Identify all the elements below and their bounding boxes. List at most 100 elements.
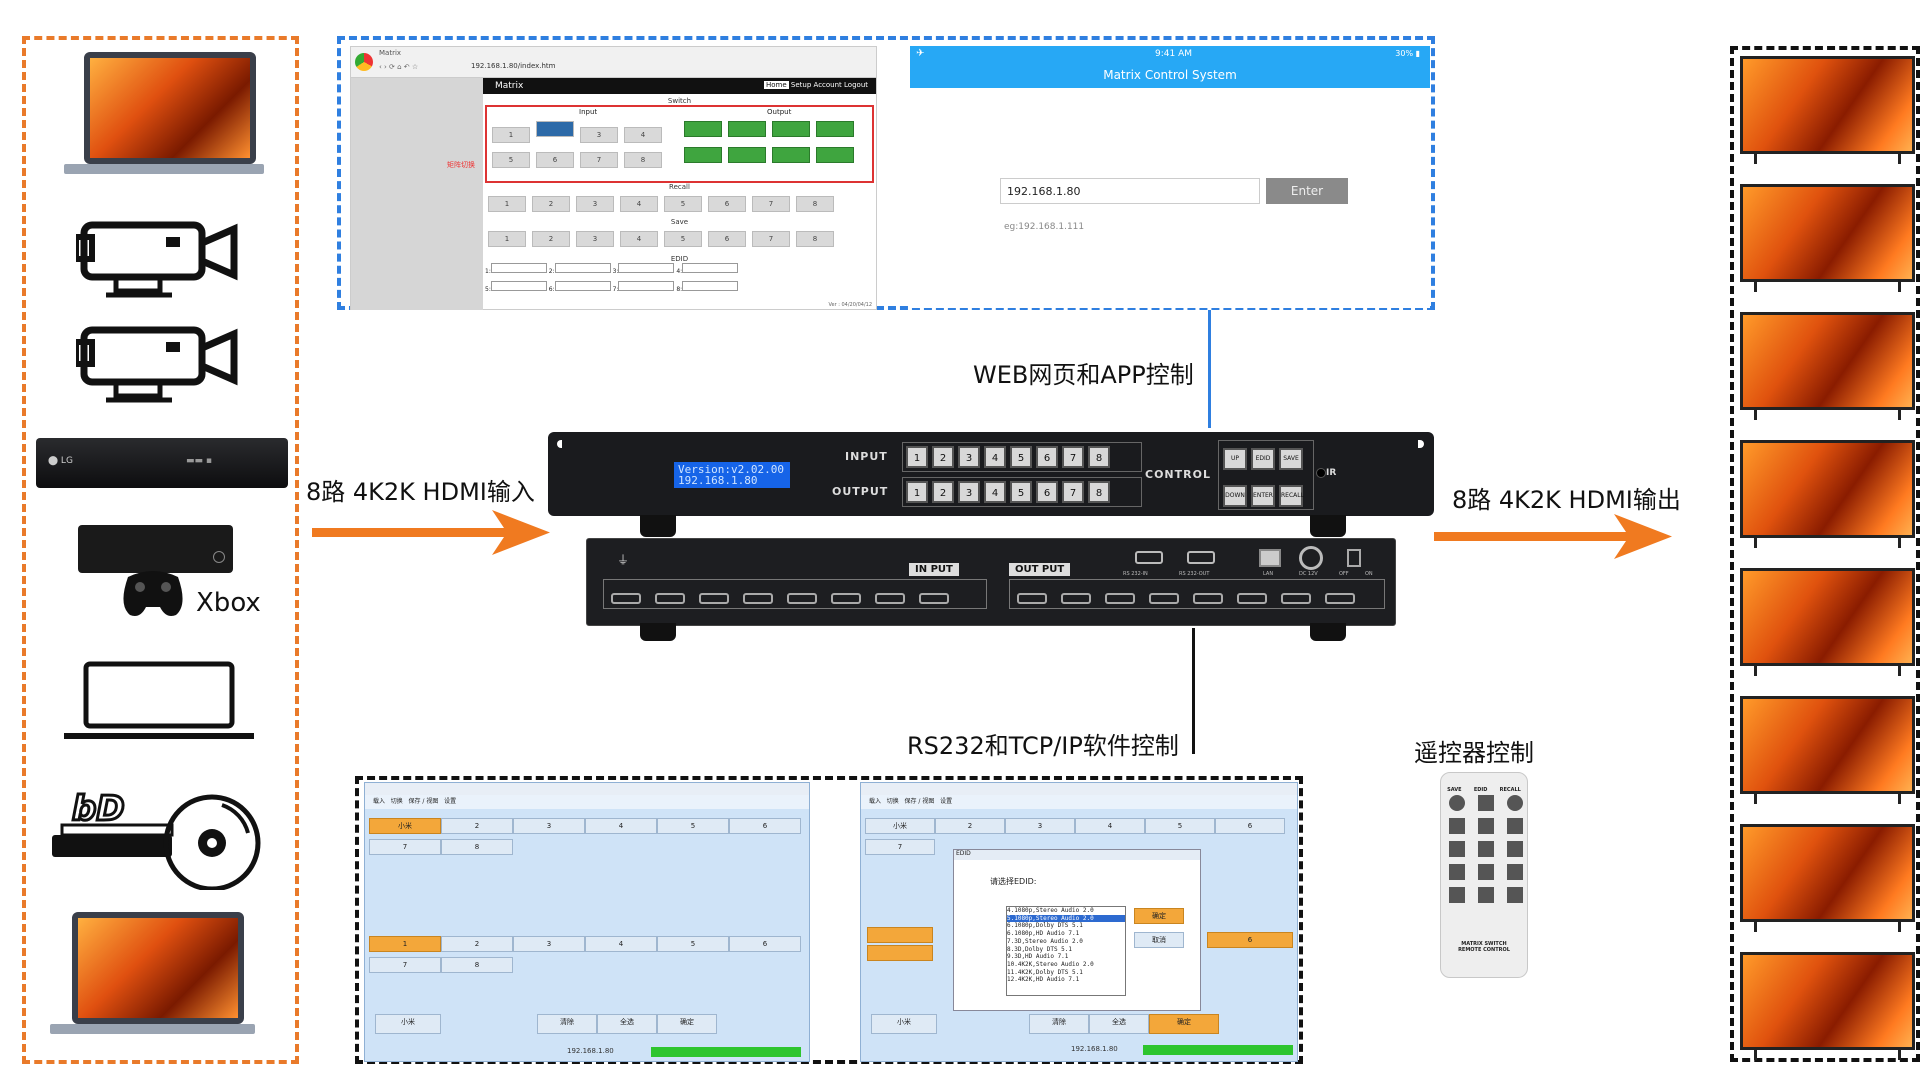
browser-tab-title[interactable]: Matrix [379,49,402,57]
confirm-button[interactable]: 确定 [1149,1014,1219,1034]
save-btn[interactable]: 2 [532,231,570,247]
nav-logout[interactable]: Logout [844,81,868,89]
input-btn-6[interactable]: 6 [536,152,574,168]
output-button[interactable]: 1 [369,936,441,952]
save-view-menu[interactable]: 保存 / 视图 [408,798,439,805]
source-button[interactable]: 4 [1075,818,1145,834]
clear-button[interactable]: 清除 [1029,1014,1089,1034]
edid-select[interactable] [554,281,611,291]
source-button[interactable]: 3 [1005,818,1075,834]
source-button[interactable]: 7 [369,839,441,855]
edid-option[interactable]: 4.1080p,Stereo Audio 2.0 [1007,907,1094,914]
down-key[interactable]: DOWN [1223,485,1247,507]
settings-menu[interactable]: 设置 [444,798,457,805]
save-btn[interactable]: 4 [620,231,658,247]
nav-home[interactable]: Home [764,81,789,89]
output-btn-6[interactable] [728,147,766,163]
recall-btn[interactable]: 4 [620,196,658,212]
load-menu[interactable]: 载入 [373,798,386,805]
select-all-button[interactable]: 全选 [597,1014,657,1034]
output-button[interactable]: 4 [585,936,657,952]
recall-btn[interactable]: 8 [796,196,834,212]
input-key-2[interactable]: 2 [932,446,954,468]
recall-btn[interactable]: 3 [576,196,614,212]
source-button[interactable]: 6 [1215,818,1285,834]
edid-option[interactable]: 6.1080p,Dolby DTS 5.1 [1007,922,1083,930]
source-button[interactable]: 8 [441,839,513,855]
remote-key-1[interactable] [1449,818,1465,834]
dialog-ok-button[interactable]: 确定 [1134,908,1184,924]
edid-option[interactable]: 10.4K2K,Stereo Audio 2.0 [1007,960,1094,968]
up-key[interactable]: UP [1223,448,1247,470]
output-button[interactable]: 6 [1207,932,1293,948]
preset-button[interactable]: 小米 [375,1014,441,1034]
input-btn-4[interactable]: 4 [624,127,662,143]
source-button[interactable]: 3 [513,818,585,834]
recall-btn[interactable]: 1 [488,196,526,212]
preset-button[interactable]: 小米 [871,1014,937,1034]
source-button[interactable]: 7 [865,839,935,855]
save-btn[interactable]: 6 [708,231,746,247]
output-btn-1[interactable] [684,121,722,137]
output-btn-3[interactable] [772,121,810,137]
remote-save-button[interactable] [1449,795,1465,811]
output-key-1[interactable]: 1 [906,481,928,503]
output-button[interactable]: 6 [729,936,801,952]
input-key-5[interactable]: 5 [1010,446,1032,468]
input-key-6[interactable]: 6 [1036,446,1058,468]
ip-input[interactable]: 192.168.1.80 [1000,178,1260,204]
save-btn[interactable]: 8 [796,231,834,247]
remote-key-0[interactable] [1449,887,1465,903]
edid-select[interactable] [618,281,675,291]
edid-option[interactable]: 5.1080p,Stereo Audio 2.0 [1007,914,1125,923]
input-btn-3[interactable]: 3 [580,127,618,143]
address-bar[interactable]: 192.168.1.80/index.htm [471,62,556,70]
remote-key-6[interactable] [1507,841,1523,857]
output-key-2[interactable]: 2 [932,481,954,503]
input-key-3[interactable]: 3 [958,446,980,468]
edid-list[interactable]: 4.1080p,Stereo Audio 2.0 5.1080p,Stereo … [1006,906,1126,996]
source-button[interactable]: 6 [729,818,801,834]
source-button[interactable]: 2 [441,818,513,834]
input-btn-8[interactable]: 8 [624,152,662,168]
edid-option[interactable]: 8.3D,Dolby DTS 5.1 [1007,945,1073,953]
input-btn-1[interactable]: 1 [492,127,530,143]
recall-btn[interactable]: 2 [532,196,570,212]
edid-select[interactable] [490,281,547,291]
nav-setup[interactable]: Setup [790,81,812,89]
edid-select[interactable] [682,263,739,273]
power-switch[interactable] [1347,549,1361,567]
save-btn[interactable]: 7 [752,231,790,247]
output-btn-2[interactable] [728,121,766,137]
output-key-8[interactable]: 8 [1088,481,1110,503]
recall-btn[interactable]: 6 [708,196,746,212]
edid-option[interactable]: 9.3D,HD Audio 7.1 [1007,953,1069,961]
remote-key-9[interactable] [1507,864,1523,880]
input-key-8[interactable]: 8 [1088,446,1110,468]
input-btn-5[interactable]: 5 [492,152,530,168]
output-key-6[interactable]: 6 [1036,481,1058,503]
output-key-3[interactable]: 3 [958,481,980,503]
save-btn[interactable]: 3 [576,231,614,247]
remote-enter-button[interactable] [1507,887,1523,903]
source-button[interactable]: 5 [1145,818,1215,834]
source-button[interactable]: 2 [935,818,1005,834]
input-key-1[interactable]: 1 [906,446,928,468]
remote-switch-button[interactable] [1478,887,1494,903]
input-key-7[interactable]: 7 [1062,446,1084,468]
enter-key[interactable]: ENTER [1251,485,1275,507]
output-button[interactable]: 3 [513,936,585,952]
output-button[interactable] [867,945,933,961]
recall-key[interactable]: RECALL [1279,485,1304,507]
edid-option[interactable]: 6.1080p,HD Audio 7.1 [1007,930,1080,938]
remote-key-2[interactable] [1478,818,1494,834]
output-btn-7[interactable] [772,147,810,163]
edid-select[interactable] [554,263,611,273]
edid-key[interactable]: EDID [1251,448,1275,470]
dialog-cancel-button[interactable]: 取消 [1134,932,1184,948]
input-btn-2[interactable] [536,121,574,137]
remote-key-5[interactable] [1478,841,1494,857]
remote-recall-button[interactable] [1507,795,1523,811]
edid-select[interactable] [618,263,675,273]
remote-key-4[interactable] [1449,841,1465,857]
